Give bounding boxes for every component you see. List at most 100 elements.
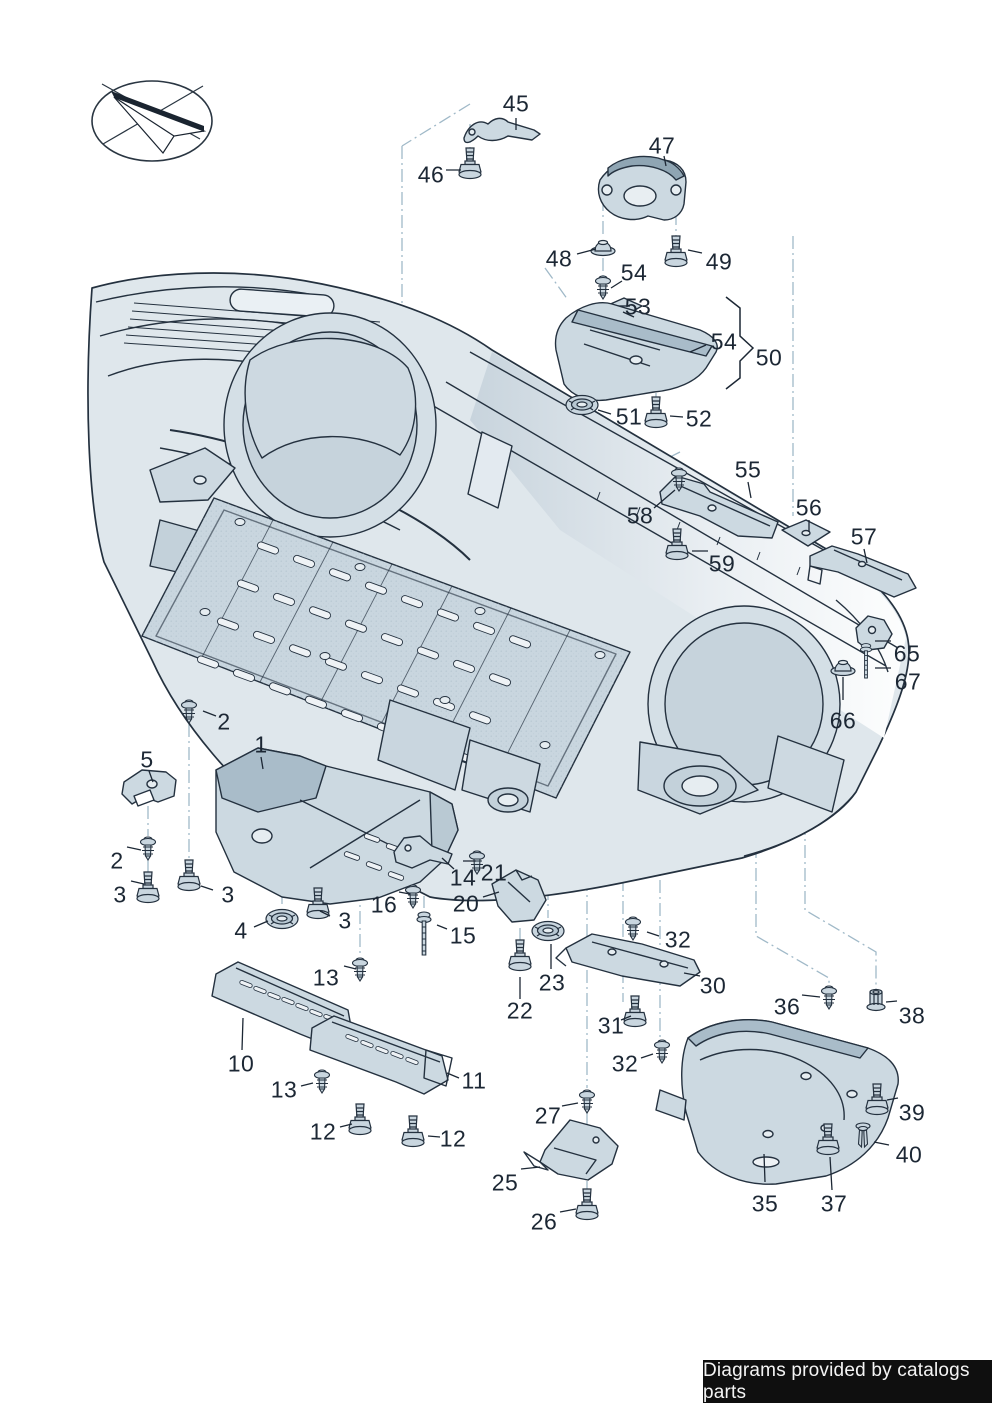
part-label-66-18[interactable]: 66 <box>829 707 857 734</box>
part-label-2-22[interactable]: 2 <box>110 847 124 874</box>
part-label-21-27[interactable]: 21 <box>480 859 508 886</box>
part-label-25-45[interactable]: 25 <box>491 1169 519 1196</box>
door-bottom-panel <box>467 431 513 509</box>
screw-49 <box>664 235 688 268</box>
part-1-front-shield <box>215 747 459 905</box>
part-label-35-51[interactable]: 35 <box>751 1190 779 1217</box>
part-label-36-47[interactable]: 36 <box>773 993 801 1020</box>
part-label-57-14[interactable]: 57 <box>850 523 878 550</box>
screw-22 <box>508 939 532 972</box>
part-label-26-46[interactable]: 26 <box>530 1208 558 1235</box>
part-label-54-5[interactable]: 54 <box>620 259 648 286</box>
loose-parts <box>121 117 917 1185</box>
part-label-4-26[interactable]: 4 <box>234 917 248 944</box>
part-label-27-44[interactable]: 27 <box>534 1102 562 1129</box>
part-label-32-38[interactable]: 32 <box>611 1050 639 1077</box>
part-label-15-31[interactable]: 15 <box>449 922 477 949</box>
part-label-32-35[interactable]: 32 <box>664 926 692 953</box>
screw-31 <box>623 995 647 1028</box>
part-label-53-6[interactable]: 53 <box>624 293 652 320</box>
part-label-65-16[interactable]: 65 <box>893 640 921 667</box>
part-label-56-13[interactable]: 56 <box>795 494 823 521</box>
group-50-brace <box>725 296 755 390</box>
part-label-3-25[interactable]: 3 <box>338 907 352 934</box>
part-label-58-12[interactable]: 58 <box>626 502 654 529</box>
part-14-bracket <box>393 835 453 869</box>
part-label-30-36[interactable]: 30 <box>699 972 727 999</box>
part-label-1-20[interactable]: 1 <box>254 731 268 758</box>
part-label-10-39[interactable]: 10 <box>227 1050 255 1077</box>
part-label-48-3[interactable]: 48 <box>545 245 573 272</box>
screw-26 <box>575 1188 599 1221</box>
car-underbody-drawing <box>87 272 910 902</box>
part-label-54-7[interactable]: 54 <box>710 328 738 355</box>
part-label-11-40[interactable]: 11 <box>461 1067 487 1094</box>
part-label-23-33[interactable]: 23 <box>538 969 566 996</box>
screw-46 <box>458 147 482 180</box>
footer-credit-text: Diagrams provided by catalogs parts <box>703 1359 970 1403</box>
part-label-46-1[interactable]: 46 <box>417 161 445 188</box>
footer-credit-bar: Diagrams provided by catalogs parts <box>703 1360 992 1403</box>
part-label-67-17[interactable]: 67 <box>894 668 922 695</box>
grommet-51 <box>565 394 599 416</box>
part-label-37-52[interactable]: 37 <box>820 1190 848 1217</box>
grommet-23 <box>531 920 565 942</box>
part-label-13-41[interactable]: 13 <box>270 1076 298 1103</box>
part-label-38-48[interactable]: 38 <box>898 1002 926 1029</box>
part-50-belly-pan <box>554 302 718 402</box>
screw-12b <box>401 1115 425 1148</box>
part-label-12-43[interactable]: 12 <box>439 1125 467 1152</box>
clip-54a <box>594 275 612 300</box>
clip-2b <box>139 836 157 861</box>
part-label-22-34[interactable]: 22 <box>506 997 534 1024</box>
screw-3b <box>177 859 201 892</box>
part-20-bracket <box>491 869 547 923</box>
nut-48 <box>590 239 616 257</box>
part-25-bracket <box>523 1119 619 1181</box>
part-47-bracket <box>597 155 687 221</box>
part-label-31-37[interactable]: 31 <box>597 1012 625 1039</box>
part-label-2-19[interactable]: 2 <box>217 708 231 735</box>
part-label-59-15[interactable]: 59 <box>708 550 736 577</box>
clip-32b <box>653 1039 671 1064</box>
front-wheel-well <box>244 337 417 459</box>
part-label-45-0[interactable]: 45 <box>502 90 530 117</box>
clip-13a <box>351 957 369 982</box>
leader-lines <box>126 118 899 1213</box>
part-label-5-21[interactable]: 5 <box>140 746 154 773</box>
part-label-49-4[interactable]: 49 <box>705 248 733 275</box>
part-label-13-32[interactable]: 13 <box>312 964 340 991</box>
part-label-14-28[interactable]: 14 <box>449 864 477 891</box>
part-label-47-2[interactable]: 47 <box>648 132 676 159</box>
part-label-50-8[interactable]: 50 <box>755 344 783 371</box>
clip-13b <box>313 1069 331 1094</box>
clip-32a <box>624 916 642 941</box>
part-56-sill-trim <box>781 519 831 547</box>
screw-52 <box>644 396 668 429</box>
part-label-3-23[interactable]: 3 <box>113 881 127 908</box>
clip-36 <box>820 985 838 1010</box>
part-55-sill-trim <box>659 475 779 539</box>
clip-27 <box>578 1089 596 1114</box>
clip-16 <box>404 884 422 909</box>
part-label-20-30[interactable]: 20 <box>452 890 480 917</box>
part-5-hook-bracket <box>121 769 177 807</box>
grommet-4 <box>265 908 299 930</box>
part-45-bracket <box>463 117 541 144</box>
part-label-3-24[interactable]: 3 <box>221 881 235 908</box>
part-label-16-29[interactable]: 16 <box>370 891 398 918</box>
part-label-51-9[interactable]: 51 <box>615 403 643 430</box>
part-label-55-11[interactable]: 55 <box>734 456 762 483</box>
rear-subframe <box>637 735 845 815</box>
part-label-52-10[interactable]: 52 <box>685 405 713 432</box>
battery-tray <box>141 497 631 799</box>
part-label-40-50[interactable]: 40 <box>895 1141 923 1168</box>
part-11-panel <box>309 1015 453 1095</box>
part-label-39-49[interactable]: 39 <box>898 1099 926 1126</box>
sill-ticks <box>596 491 801 576</box>
part-label-12-42[interactable]: 12 <box>309 1118 337 1145</box>
screw-3a <box>136 871 160 904</box>
